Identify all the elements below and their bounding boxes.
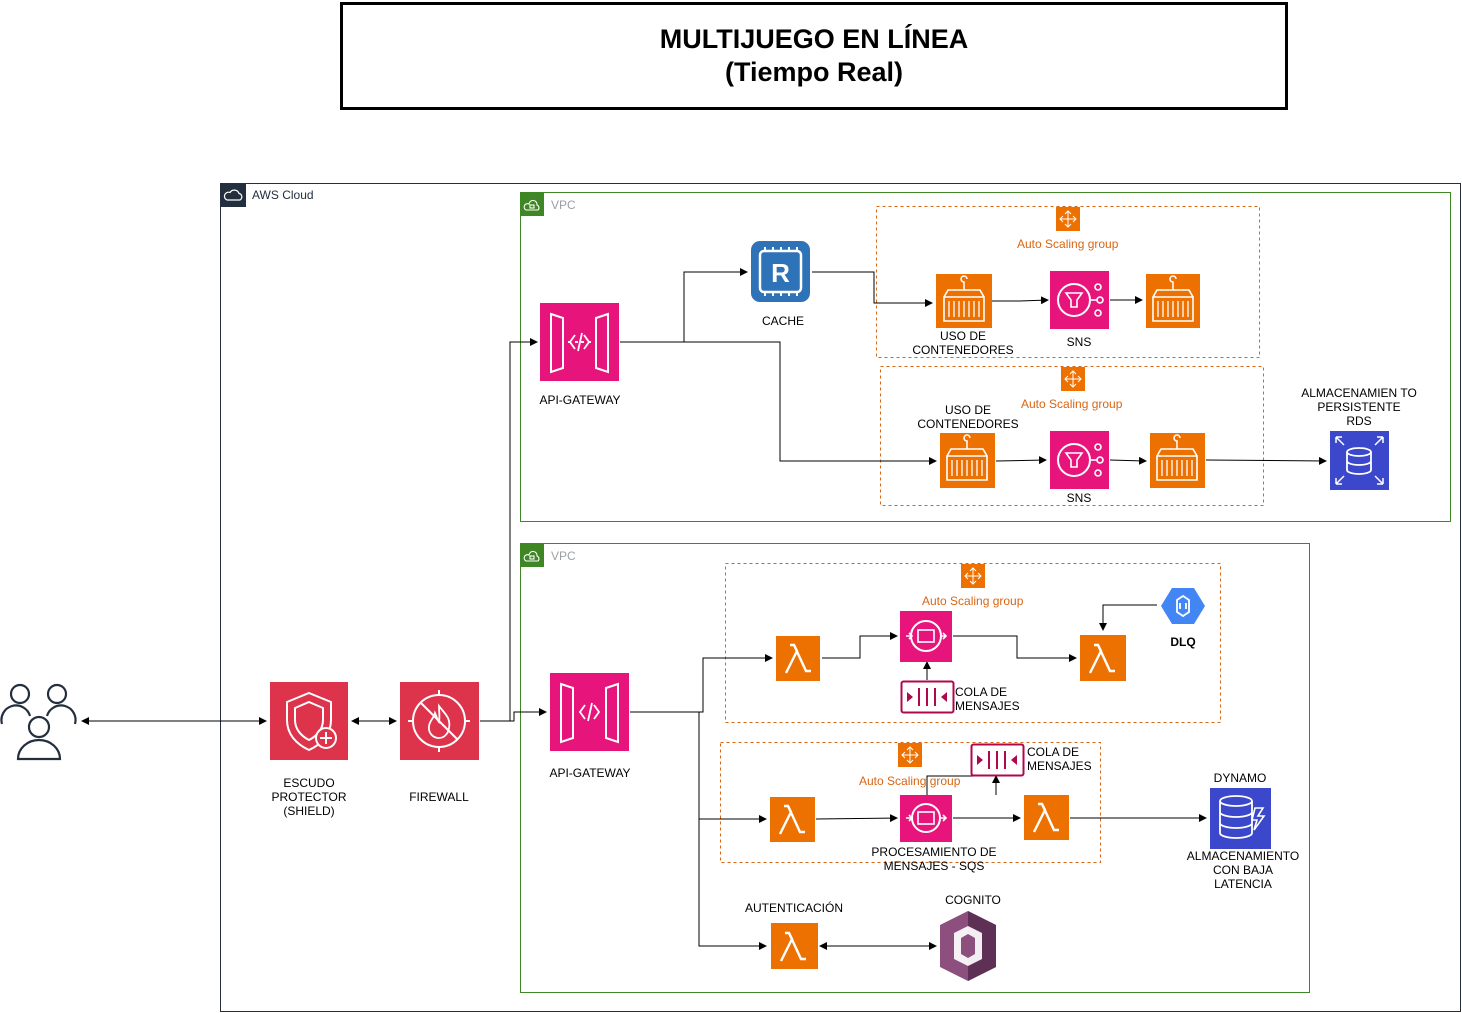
asg-2-group — [880, 366, 1264, 506]
queue-1-label: COLA DE MENSAJES — [955, 685, 1020, 713]
container-icon — [1150, 433, 1205, 488]
sqs-icon — [900, 611, 952, 662]
cache-label: CACHE — [761, 314, 804, 328]
api-gateway-bottom-icon — [550, 673, 629, 751]
auto-scaling-icon — [961, 564, 985, 588]
cognito-icon — [940, 911, 996, 981]
edge-containers1-sns1 — [992, 296, 1049, 305]
cloud-icon — [223, 189, 243, 201]
edge-containers2-sns2 — [995, 456, 1047, 465]
edge-api-cache — [620, 268, 748, 343]
container-icon — [1146, 274, 1200, 328]
sns-icon — [1050, 431, 1109, 489]
asg-1-label: Auto Scaling group — [1017, 237, 1119, 251]
sqs-icon — [900, 795, 952, 842]
container-icon — [940, 433, 995, 488]
sns-1-label: SNS — [1066, 335, 1092, 349]
sns-2-label: SNS — [1066, 491, 1092, 505]
message-queue-icon — [900, 680, 955, 714]
edge-api-lambda3 — [630, 711, 767, 823]
container-icon — [936, 274, 992, 328]
lambda-icon — [1024, 795, 1069, 840]
sns-icon — [1050, 271, 1109, 329]
edge-lambda1-sqs1 — [822, 632, 898, 659]
lambda-icon — [771, 923, 818, 969]
asg-4-group — [720, 742, 1101, 863]
dynamodb-icon — [1210, 788, 1271, 849]
vpc-top-group — [520, 192, 1451, 522]
sqs-processing-label: PROCESAMIENTO DE MENSAJES - SQS — [871, 845, 997, 873]
auto-scaling-icon — [1061, 367, 1085, 391]
containers-1-label: USO DE CONTENEDORES — [912, 329, 1014, 357]
dlq-label: DLQ — [1170, 635, 1196, 649]
api-gateway-top-label: API-GATEWAY — [539, 393, 621, 407]
edge-api-lambda1 — [630, 654, 773, 713]
dynamo-desc-label: ALMACENAMIENTO CON BAJA LATENCIA — [1186, 849, 1300, 891]
vpc-lock-icon — [523, 550, 540, 562]
auto-scaling-icon — [1056, 207, 1080, 231]
aws-cloud-badge — [220, 183, 246, 207]
title-box: MULTIJUEGO EN LÍNEA (Tiempo Real) — [340, 2, 1288, 110]
dlq-icon — [1161, 588, 1205, 624]
edge-firewall-api-bottom — [480, 708, 547, 722]
edge-sns2-containers — [1109, 456, 1147, 465]
auto-scaling-icon — [898, 743, 922, 767]
aws-cloud-label: AWS Cloud — [252, 188, 314, 202]
vpc-top-label: VPC — [551, 198, 576, 212]
asg-4-label: Auto Scaling group — [859, 774, 961, 788]
firewall-label: FIREWALL — [409, 790, 469, 804]
asg-3-label: Auto Scaling group — [922, 594, 1024, 608]
lambda-icon — [776, 636, 820, 681]
cache-icon: R — [751, 241, 810, 302]
rds-label: ALMACENAMIEN TO PERSISTENTE RDS — [1301, 386, 1417, 428]
vpc-top-badge — [520, 192, 544, 216]
title-line-2: (Tiempo Real) — [724, 57, 904, 87]
vpc-lock-icon — [523, 199, 540, 211]
edge-lambda3-sqs2 — [815, 814, 898, 823]
vpc-bottom-label: VPC — [551, 549, 576, 563]
message-queue-icon — [970, 743, 1025, 777]
asg-3-group — [725, 563, 1221, 723]
api-gateway-top-icon — [540, 303, 619, 381]
cognito-label: COGNITO — [945, 893, 1001, 907]
asg-1-group — [876, 206, 1260, 358]
svg-text:R: R — [771, 258, 790, 288]
edge-cache-containers1 — [812, 271, 933, 307]
edge-api-auth — [698, 819, 767, 950]
dynamo-label: DYNAMO — [1213, 771, 1267, 785]
aws-cloud-group — [220, 183, 1461, 1012]
asg-2-label: Auto Scaling group — [1021, 397, 1123, 411]
lambda-icon — [770, 797, 815, 842]
title-line-1: MULTIJUEGO EN LÍNEA — [659, 24, 969, 54]
firewall-icon — [400, 682, 479, 760]
rds-icon — [1330, 431, 1389, 490]
containers-2-label: USO DE CONTENEDORES — [917, 403, 1019, 431]
edge-dlq-lambda2 — [1099, 604, 1157, 631]
lambda-icon — [1080, 635, 1126, 681]
edge-containers-rds — [1205, 456, 1327, 465]
shield-icon — [270, 682, 348, 760]
shield-label: ESCUDO PROTECTOR (SHIELD) — [271, 776, 347, 818]
users-icon — [0, 683, 77, 761]
auth-label: AUTENTICACIÓN — [744, 901, 843, 915]
api-gateway-bottom-label: API-GATEWAY — [549, 766, 631, 780]
edge-firewall-api-top — [480, 338, 538, 722]
vpc-bottom-badge — [520, 543, 544, 567]
edge-sqs1-lambda2 — [953, 635, 1077, 662]
edge-api-containers2 — [620, 341, 937, 465]
vpc-bottom-group — [520, 543, 1310, 993]
queue-2-label: COLA DE MENSAJES — [1027, 745, 1092, 773]
